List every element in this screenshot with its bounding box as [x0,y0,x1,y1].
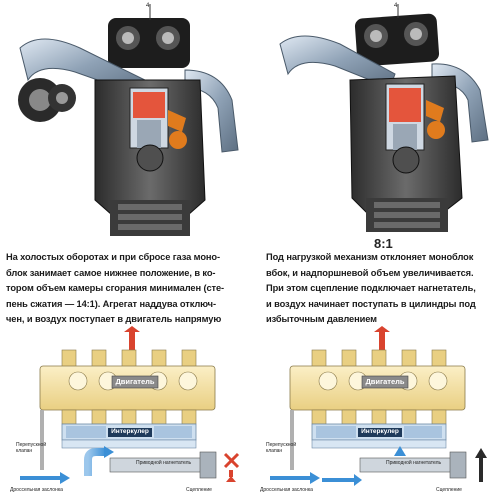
caption-left-line: пень сжатия — 14:1). Агрегат наддува отк… [6,298,216,309]
engine-left-top-marker: 4 [146,3,150,9]
caption-left-line: тором объем камеры сгорания минимален (с… [6,283,225,293]
exhaust-arrow [124,326,140,352]
airflow-diagram-left [20,326,240,484]
diagram-right-supercharger-label: Приводной нагнетатель [386,460,442,466]
diagram-right-bypass-line: Перепускной [266,442,297,448]
diagram-left-bypass-label: Перепускной клапан [16,442,46,454]
caption-left-line: блок занимает самое нижнее положение, в … [6,267,216,278]
caption-right-line: При этом сцепление подключает нагнетател… [266,283,476,293]
diagram-right-intercooler-label: Интеркулер [361,428,399,435]
caption-right-line: избыточным давлением [266,314,377,324]
diagram-right-bypass-label: Перепускной клапан [266,442,296,454]
diagram-left-intercooler-label: Интеркулер [111,428,149,435]
diagram-left-throttle-label: Дроссельная заслонка [10,487,63,493]
diagram-left-bypass-line: Перепускной [16,442,47,448]
diagram-left-engine-label: Двигатель [115,377,155,386]
diagram-right-clutch-label: Сцепление [436,487,462,493]
engine-cutaway-right [279,4,489,232]
diagram-right-throttle-label: Дроссельная заслонка [260,487,313,493]
engine-right-top-marker: 4 [394,3,398,9]
compression-ratio-label: 8:1 [374,236,393,251]
caption-right: Под нагрузкой механизм отклоняет монобло… [266,250,498,328]
diagram-right-engine-label: Двигатель [365,377,405,386]
diagram-left-bypass-line: клапан [16,448,33,454]
caption-left: На холостых оборотах и при сбросе газа м… [6,250,248,328]
diagram-left-supercharger-label: Приводной нагнетатель [136,460,192,466]
caption-right-line: Под нагрузкой механизм отклоняет монобло… [266,252,474,262]
engine-cutaway-left [18,4,239,236]
caption-right-line: и воздух начинает поступать в цилиндры п… [266,298,476,309]
diagram-left-clutch-label: Сцепление [186,487,212,493]
caption-left-line: На холостых оборотах и при сбросе газа м… [6,252,220,262]
airflow-diagram-right [270,326,487,486]
caption-right-line: вбок, и надпоршневой объем увеличивается… [266,267,474,278]
diagram-right-bypass-line: клапан [266,448,283,454]
caption-left-line: чен, и воздух поступает в двигатель напр… [6,314,222,324]
